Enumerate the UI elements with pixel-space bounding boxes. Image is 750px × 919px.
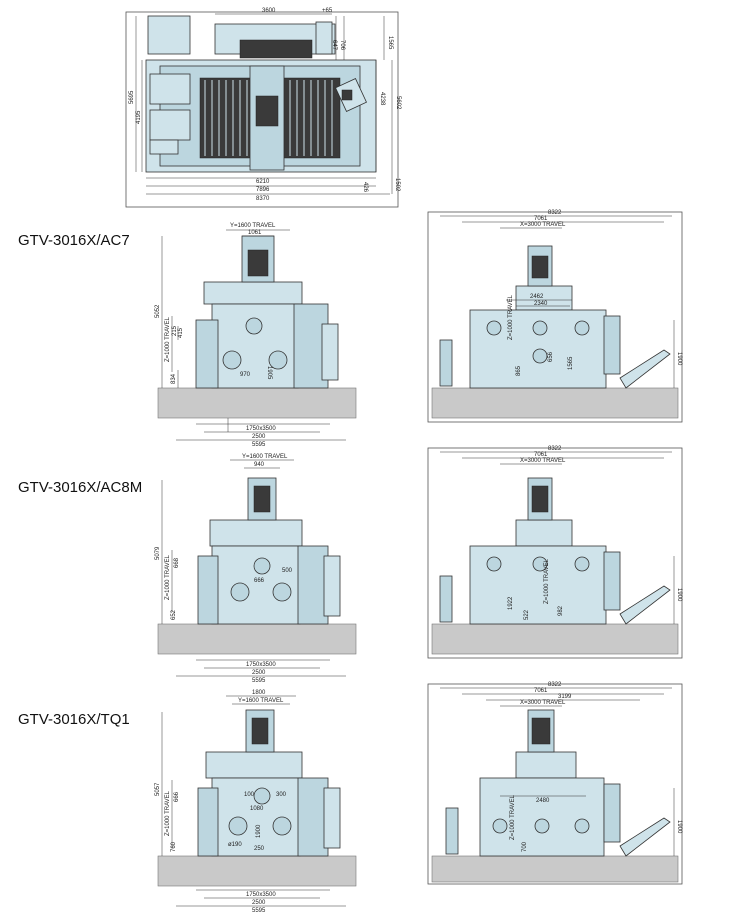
tq1-side-dim-8322: 8322 [548,682,562,688]
tq1-front-view: 1800 Y=1600 TRAVEL 5057 Z=1000 TRAVEL 66… [155,690,357,914]
dim-8370: 8370 [256,196,270,202]
tq1-side-view: 8322 7061 3199 X=3000 TRAVEL 2480 Z=1000… [427,682,683,885]
tool-magazine-top [239,39,313,59]
ribbed-table-left [199,77,251,159]
ac7-front-table: 1750x3500 [246,426,276,432]
ac8m-front-z-travel: Z=1000 TRAVEL [165,554,171,600]
ac7-front-dim-970: 970 [240,372,251,378]
tq1-side-x-travel: X=3000 TRAVEL [520,700,566,706]
tq1-front-dim-250: 250 [254,846,265,852]
dim-1502: 1502 [394,178,400,192]
tq1-side-dim-700: 700 [522,841,528,852]
tq1-front-y-travel: Y=1600 TRAVEL [238,698,284,704]
ac7-front-dim-1905: 1905 [266,366,272,380]
ac8m-front-dim-5079: 5079 [155,546,161,560]
ac8m-front-dim-940: 940 [254,462,265,468]
tq1-front-dim-2500: 2500 [252,900,266,906]
dim-7896: 7896 [256,187,270,193]
ac8m-side-dim-522: 522 [524,609,530,620]
ac7-front-dim-2500: 2500 [252,434,266,440]
ac7-side-dim-7061: 7061 [534,216,548,222]
model-label-tq1: GTV-3016X/TQ1 [18,711,130,728]
ac7-front-dim-834: 834 [171,373,177,384]
ac7-side-z-travel: Z=1000 TRAVEL [508,294,514,340]
ac8m-side-dim-1922: 1922 [508,596,514,610]
ac7-side-x-travel: X=3000 TRAVEL [520,222,566,228]
ac7-side-dim-865: 865 [516,365,522,376]
dim-4238: 4238 [379,92,385,106]
tq1-front-dim-1900: 1900 [256,824,262,838]
tq1-front-dim-1080: 1080 [250,806,264,812]
ac7-side-view: 8322 7061 X=3000 TRAVEL 2462 2340 Z=1000… [427,210,683,423]
ac8m-front-dim-652: 652 [171,609,177,620]
dim-6210: 6210 [256,179,270,185]
ac7-front-dim-5595: 5595 [252,442,266,448]
tq1-front-dim-760: 760 [171,841,177,852]
ac7-front-z-travel: Z=1000 TRAVEL [165,316,171,362]
dim-5695: 5695 [129,90,135,104]
ac8m-side-dim-982: 982 [558,605,564,616]
ac8m-front-dim-2500: 2500 [252,670,266,676]
tq1-front-z-travel: Z=1000 TRAVEL [165,790,171,836]
tq1-front-dim-100: 100 [244,792,255,798]
ac7-front-dim-5052: 5052 [155,304,161,318]
tq1-side-dim-1900: 1900 [676,820,682,834]
ac8m-front-table: 1750x3500 [246,662,276,668]
tq1-side-z-travel: Z=1000 TRAVEL [510,794,516,840]
dim-4195: 4195 [136,110,142,124]
tq1-side-dim-3199: 3199 [558,694,572,700]
model-label-ac8m: GTV-3016X/AC8M [18,479,142,496]
tq1-side-dim-2480: 2480 [536,798,550,804]
ac8m-side-x-travel: X=3000 TRAVEL [520,458,566,464]
tq1-front-dim-5595: 5595 [252,908,266,914]
ac7-front-dim-215: 215 [172,325,178,336]
ac8m-front-dim-668: 668 [174,557,180,568]
ac8m-side-dim-1900: 1900 [676,588,682,602]
dim-706: 706 [339,40,345,51]
ac8m-front-dim-500: 500 [282,568,293,574]
ac7-front-dim-1061: 1061 [248,230,262,236]
ac8m-front-dim-5595: 5595 [252,678,266,684]
ac7-side-dim-1900: 1900 [676,352,682,366]
ac7-side-dim-1565: 1565 [568,356,574,370]
dim-3600: 3600 [262,8,276,14]
tq1-front-table: 1750x3500 [246,892,276,898]
dim-plus65: +65 [322,8,333,14]
dim-5602: 5602 [395,96,401,110]
ac8m-front-y-travel: Y=1600 TRAVEL [242,454,288,460]
ac8m-side-z-travel: Z=1000 TRAVEL [544,558,550,604]
ac7-front-view: Y=1600 TRAVEL 1061 5052 215 415 Z=1000 T… [155,223,357,448]
ac7-front-y-travel: Y=1600 TRAVEL [230,223,276,229]
dim-1565: 1565 [387,36,393,50]
ac7-side-dim-2340: 2340 [534,301,548,307]
ac8m-front-view: Y=1600 TRAVEL 940 5079 Z=1000 TRAVEL 668… [155,454,357,684]
tq1-front-dim-5057: 5057 [155,782,161,796]
tq1-front-dim-300: 300 [276,792,287,798]
top-view: 3600 +65 706 647 1565 5695 4195 4238 560… [125,8,401,208]
ac8m-side-dim-7061: 7061 [534,452,548,458]
model-label-ac7: GTV-3016X/AC7 [18,232,130,249]
ac8m-side-view: 8322 7061 X=3000 TRAVEL 1922 Z=1000 TRAV… [427,446,683,659]
ac7-side-dim-2462: 2462 [530,294,544,300]
tq1-side-dim-7061: 7061 [534,688,548,694]
ac7-side-dim-8322: 8322 [548,210,562,216]
tq1-front-dim-666: 666 [174,791,180,802]
tq1-front-dim-dia190: ø190 [228,842,242,848]
dim-426: 426 [362,182,368,193]
dim-647: 647 [331,40,337,51]
tq1-front-dim-1800: 1800 [252,690,266,696]
ac7-side-dim-656: 656 [548,351,554,362]
ac8m-front-dim-666: 666 [254,578,265,584]
ac8m-side-dim-8322: 8322 [548,446,562,452]
ac7-front-dim-415: 415 [178,327,184,338]
ribbed-table-right [283,77,341,159]
